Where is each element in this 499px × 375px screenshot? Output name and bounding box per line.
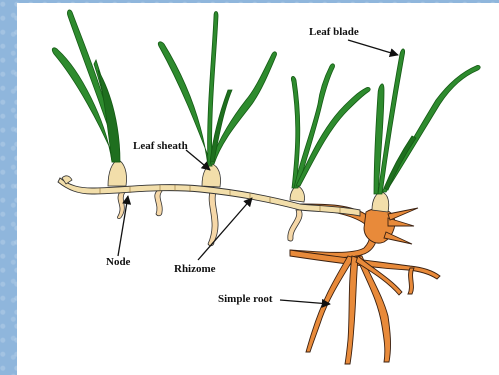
- leaf-sheath-4: [372, 192, 389, 212]
- simple-root-2: [345, 256, 358, 364]
- root-4: [288, 210, 302, 241]
- label-leaf-sheath: Leaf sheath: [133, 140, 188, 152]
- arrow-simple-root: [280, 300, 330, 304]
- arrow-leaf-blade: [348, 40, 398, 55]
- label-leaf-blade: Leaf blade: [309, 26, 359, 38]
- leaf-blade-2c: [210, 52, 277, 164]
- leaf-blade-3c: [296, 87, 370, 186]
- label-simple-root: Simple root: [218, 293, 273, 305]
- arrow-rhizome: [198, 198, 252, 260]
- leaf-sheath-1: [108, 160, 127, 186]
- root-system: [290, 204, 440, 364]
- leaf-sheath-2: [202, 164, 221, 187]
- root-2: [155, 190, 163, 216]
- label-node: Node: [106, 256, 131, 268]
- root-1: [117, 192, 125, 219]
- leaf-blade-1d: [98, 70, 120, 162]
- node-spike-2: [388, 208, 418, 220]
- node-spike-3: [384, 232, 412, 244]
- root-tip-left: [408, 268, 414, 294]
- label-rhizome: Rhizome: [174, 263, 216, 275]
